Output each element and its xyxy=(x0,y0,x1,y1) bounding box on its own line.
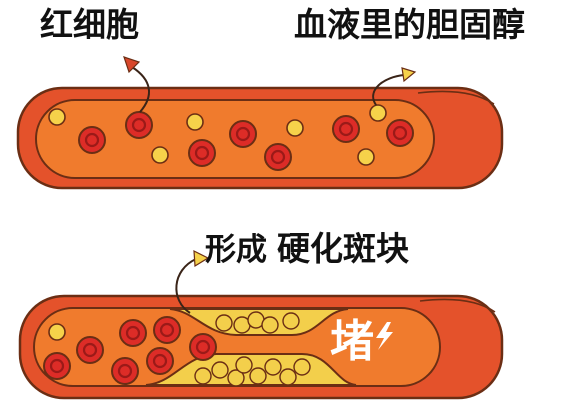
healthy-artery xyxy=(16,86,504,190)
plaque-cholesterol xyxy=(211,361,229,379)
red-blood-cell xyxy=(189,333,217,361)
red-blood-cell xyxy=(111,357,139,385)
lightning-icon xyxy=(376,322,393,350)
cholesterol-particle xyxy=(286,119,304,137)
plaque-cholesterol xyxy=(264,358,282,376)
plaque-cholesterol xyxy=(249,367,267,385)
arrowhead-icon xyxy=(193,249,210,268)
plaque-callout-arrow xyxy=(175,249,210,314)
arrowhead-icon xyxy=(401,67,417,83)
cholesterol-particle xyxy=(151,146,169,164)
callout-line xyxy=(131,66,150,113)
red-blood-cell xyxy=(332,115,360,143)
red-blood-cell xyxy=(229,120,257,148)
red-blood-cell xyxy=(119,319,147,347)
red-blood-cell xyxy=(76,336,104,364)
plaque-label-main: 硬化斑块 xyxy=(277,229,409,268)
plaque-cholesterol xyxy=(194,367,212,385)
plaque-cholesterol xyxy=(235,356,253,374)
plaque-cholesterol xyxy=(279,368,297,386)
red-blood-cell xyxy=(264,143,292,171)
red-blood-cell xyxy=(386,119,414,147)
artery-rim xyxy=(417,90,495,105)
cholesterol-particle xyxy=(48,108,66,126)
plaque-cholesterol xyxy=(227,369,245,387)
cholesterol-callout-arrow xyxy=(372,67,417,106)
plaque-cholesterol xyxy=(261,316,279,334)
cholesterol-particle xyxy=(357,148,375,166)
blocked-artery xyxy=(18,294,504,400)
plaque-label: 形成硬化斑块 xyxy=(205,232,409,266)
red-blood-cell xyxy=(43,352,71,380)
artery-rim xyxy=(419,298,496,313)
cholesterol-particle xyxy=(48,323,66,341)
cholesterol-particle xyxy=(186,113,204,131)
rbc-callout-arrow xyxy=(123,56,150,113)
cholesterol-particle xyxy=(369,104,387,122)
arrowhead-icon xyxy=(123,56,141,74)
red-blood-cell xyxy=(125,111,153,139)
red-blood-cell xyxy=(78,126,106,154)
plaque-cholesterol xyxy=(293,358,311,376)
blocked-label: 堵 xyxy=(330,316,374,367)
red-blood-cell xyxy=(146,347,174,375)
callout-line xyxy=(175,258,197,314)
plaque-label-prefix: 形成 xyxy=(205,232,267,268)
red-blood-cell-label: 红细胞 xyxy=(40,5,139,44)
red-blood-cell xyxy=(188,139,216,167)
plaque-cholesterol xyxy=(282,312,300,330)
callout-line xyxy=(372,74,405,106)
blood-cholesterol-label: 血液里的胆固醇 xyxy=(294,5,525,44)
red-blood-cell xyxy=(153,316,181,344)
plaque-cholesterol xyxy=(215,314,233,332)
